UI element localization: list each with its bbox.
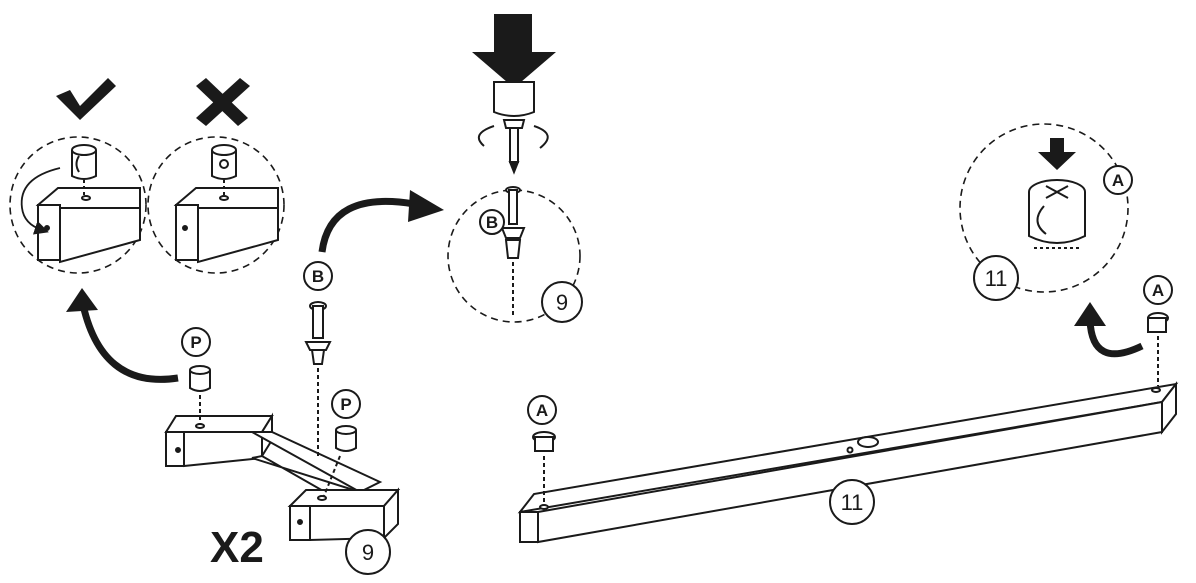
part-number-9-detail: 9	[541, 281, 583, 323]
hardware-label-a: A	[1152, 281, 1164, 300]
cross-icon	[196, 78, 250, 126]
screwdriver-icon	[493, 81, 535, 175]
arrow-head-b-icon	[408, 190, 444, 222]
bolt-b-frame	[304, 301, 332, 458]
detail-a	[959, 123, 1129, 293]
rotate-arrow-icon	[20, 167, 61, 235]
cam-lock-a-detail	[1028, 179, 1086, 249]
hardware-label-b: B	[486, 213, 498, 232]
push-arrow-icon	[1038, 138, 1076, 170]
leg-frame	[164, 412, 401, 542]
curved-arrow-b-icon	[318, 197, 415, 253]
hardware-label-b: B	[312, 267, 324, 286]
cam-fitting-incorrect	[211, 144, 237, 196]
correct-example	[9, 78, 147, 274]
part-label-9: 9	[556, 290, 568, 315]
cam-fitting-p2	[323, 425, 357, 497]
incorrect-example	[147, 78, 285, 274]
part-number-11-detail: 11	[973, 255, 1019, 301]
label-a-left: A	[527, 395, 557, 425]
label-p2: P	[331, 389, 361, 419]
part-label-11: 11	[985, 266, 1008, 291]
cam-fitting-correct	[71, 144, 97, 196]
label-b-frame: B	[303, 261, 333, 291]
hardware-label-p: P	[190, 333, 201, 352]
hardware-label-a: A	[536, 401, 548, 420]
arrow-head-a-icon	[1074, 302, 1106, 326]
label-a-detail: A	[1103, 165, 1133, 195]
label-p1: P	[181, 327, 211, 357]
hardware-label-a: A	[1112, 171, 1124, 190]
bolt-b-detail	[500, 186, 526, 316]
part-label-9: 9	[362, 540, 374, 565]
cam-lock-a-left	[532, 431, 556, 504]
label-a-right: A	[1143, 275, 1173, 305]
part-number-11-rail: 11	[829, 479, 875, 525]
arrow-down-icon	[472, 14, 556, 88]
rail-11	[517, 381, 1179, 544]
check-icon	[56, 78, 116, 120]
curved-arrow-icon	[78, 299, 179, 383]
hardware-label-p: P	[340, 395, 351, 414]
arrow-head-icon	[66, 288, 98, 312]
screwdriver-detail	[447, 14, 581, 323]
curved-arrow-a-icon	[1086, 319, 1144, 358]
label-b-detail: B	[479, 209, 505, 235]
part-label-11: 11	[841, 490, 864, 515]
cam-lock-a-right	[1147, 312, 1169, 386]
quantity-label: X2	[210, 523, 264, 572]
rotate-icon	[477, 125, 549, 149]
cam-fitting-p1	[189, 365, 211, 424]
beam-end-incorrect	[173, 187, 279, 264]
part-number-9-frame: 9	[345, 529, 391, 575]
